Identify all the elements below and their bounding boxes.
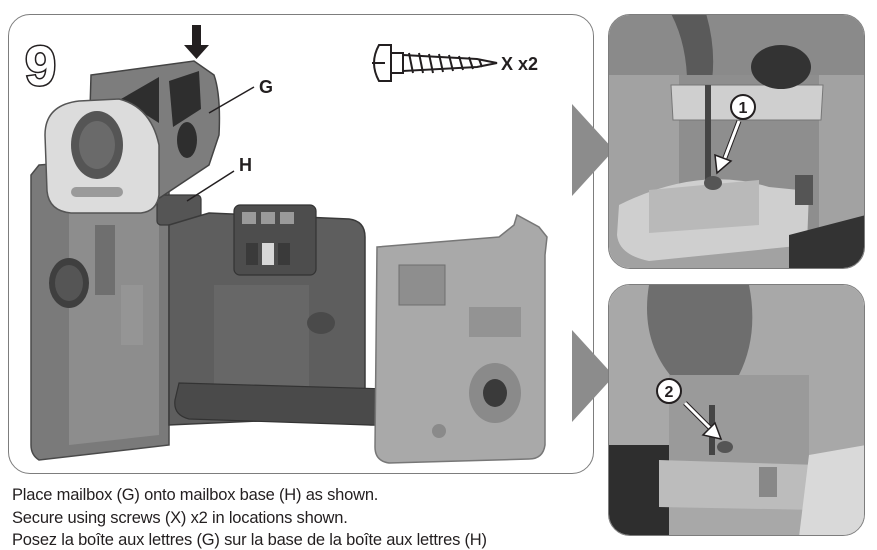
- label-mailbox-base-h: H: [239, 155, 252, 175]
- leader-line-h: [186, 170, 235, 202]
- assembly-illustration: 9 X x2: [24, 25, 548, 464]
- leader-line-g: [208, 86, 255, 114]
- hand: [647, 285, 753, 393]
- instruction-line-1: Place mailbox (G) onto mailbox base (H) …: [12, 486, 379, 504]
- left-stand: [30, 154, 170, 461]
- right-panel: [374, 213, 548, 464]
- connector-arrow-top: [572, 104, 614, 196]
- center-panel: [168, 204, 366, 426]
- instruction-line-3: Posez la boîte aux lettres (G) sur la ba…: [12, 531, 487, 549]
- screwdriver: [705, 85, 711, 185]
- screw-quantity-label: X x2: [501, 54, 538, 74]
- screw-icon: [372, 44, 498, 82]
- callout-arrow-2-icon: [683, 401, 723, 441]
- detail-photo-screw-1: 1: [608, 14, 865, 269]
- step-number: 9: [25, 34, 56, 97]
- callout-number-2: 2: [665, 384, 674, 401]
- step-number-badge: 9: [24, 33, 58, 99]
- mailbox-g: [44, 60, 221, 214]
- instruction-line-2: Secure using screws (X) x2 in locations …: [12, 509, 348, 527]
- callout-arrow-1-icon: [714, 120, 742, 175]
- main-illustration-panel: 9 X x2: [8, 14, 594, 474]
- detail-photo-screw-2: 2: [608, 284, 865, 536]
- callout-number-1: 1: [739, 100, 748, 117]
- bottom-bar: [174, 382, 398, 426]
- connector-arrow-bottom: [572, 330, 614, 422]
- down-arrow-icon: [184, 25, 209, 59]
- label-mailbox-g: G: [259, 77, 273, 97]
